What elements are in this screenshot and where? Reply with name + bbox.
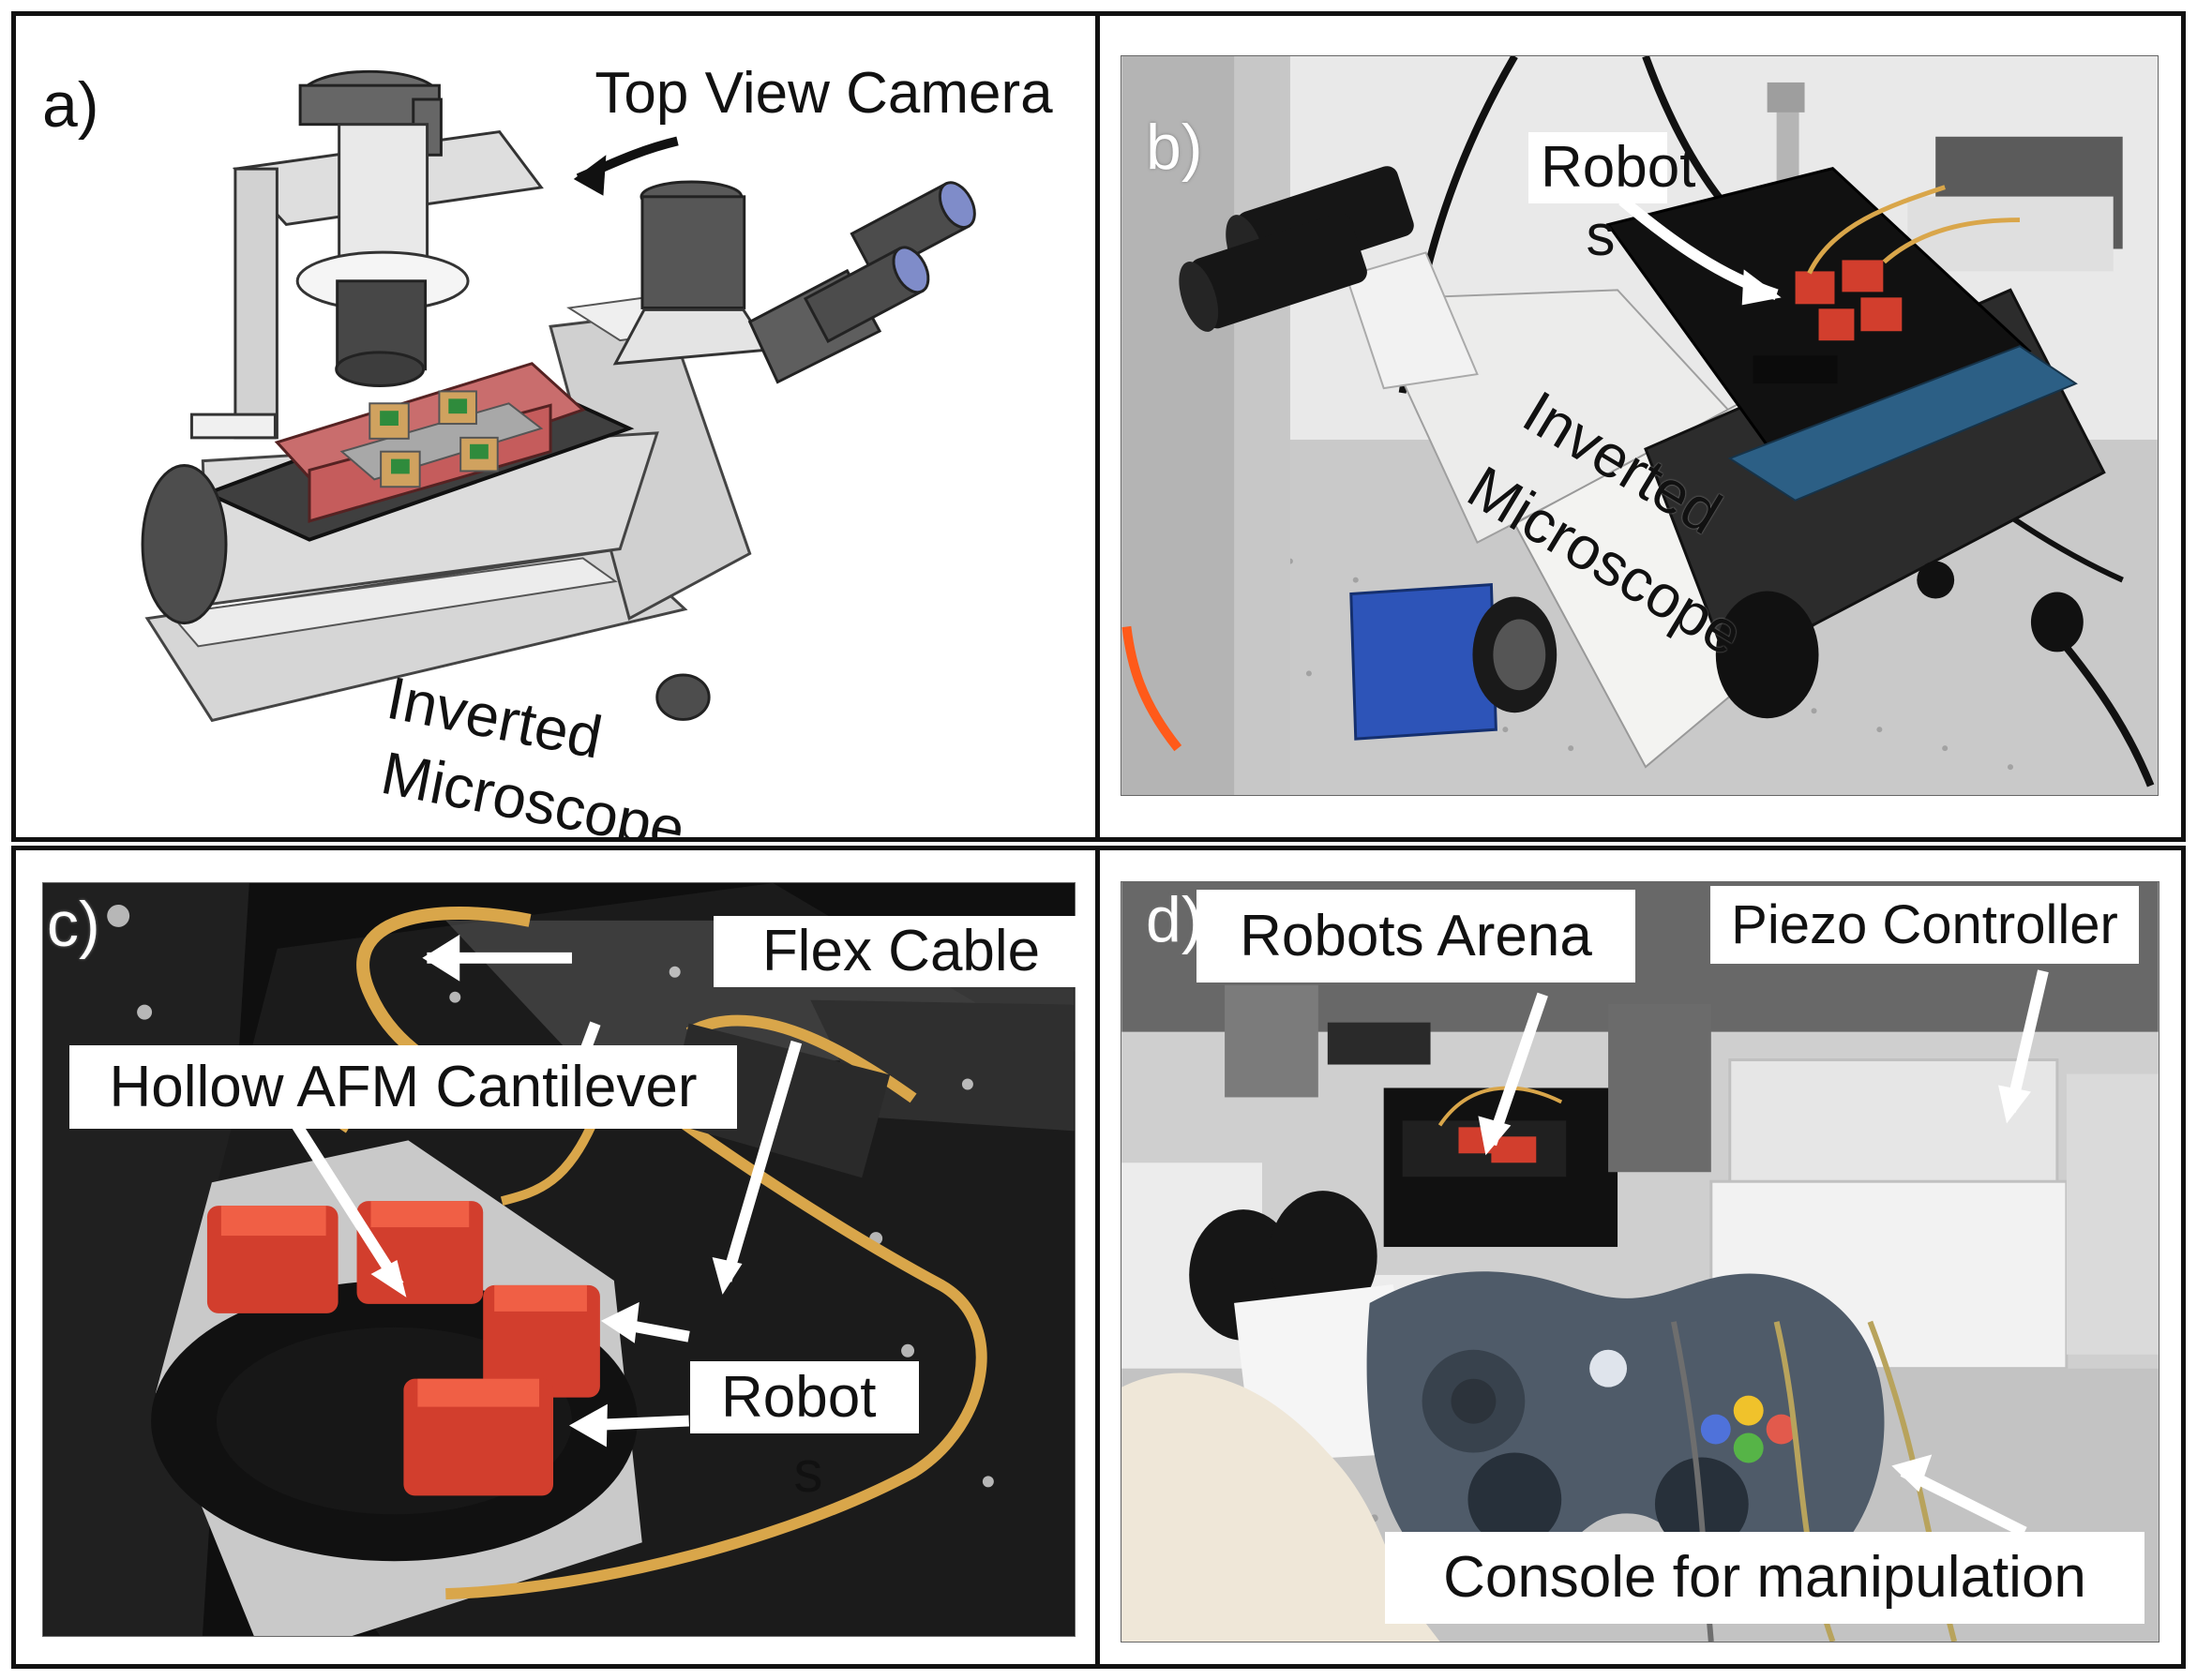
camera-column (338, 123, 429, 284)
microscope-right-top (566, 292, 725, 342)
top-view-camera-label: Top View Camera (594, 61, 1053, 126)
camera-arrow-line (576, 136, 679, 183)
panel-d-photo (1121, 881, 2159, 1642)
panel-c-flex-cable-label: Flex Cable (714, 916, 1089, 987)
stage-plate (203, 375, 635, 542)
microscope-middle-body (201, 431, 659, 607)
cad-robot-3 (380, 450, 421, 488)
robot-1 (206, 1206, 339, 1313)
microscope-base-top (168, 557, 618, 648)
microscope-right-body (549, 310, 752, 621)
camera-ring (295, 250, 470, 311)
robot-arena-front (308, 403, 552, 523)
panel-c-cantilever-label: Hollow AFM Cantilever (69, 1045, 737, 1129)
robot-arena-top (274, 362, 586, 500)
robot-4 (403, 1378, 554, 1496)
panel-a: a) (11, 11, 1102, 842)
cad-robot-4 (459, 436, 499, 472)
panel-d-piezo-label: Piezo Controller (1710, 886, 2139, 964)
panel-c-robots-label: Robot (690, 1361, 919, 1433)
panel-c-scene (43, 883, 1075, 1636)
eyepiece-column (640, 195, 746, 309)
panel-c-letter: c) (47, 889, 100, 960)
panel-d: d) Robots Arena Piezo Controller Console… (1095, 846, 2186, 1669)
panel-b-robots-label-line1: Robot (1541, 135, 1696, 200)
robot-2 (356, 1201, 484, 1304)
panel-c: c) Flex Cable Hollow AFM Cantilever Robo… (11, 846, 1102, 1669)
cad-robot-1 (369, 402, 410, 440)
robot-3 (483, 1284, 600, 1398)
panel-b: b) Robot s Inverted Microscope (1095, 11, 2186, 842)
panel-d-console-label: Console for manipulation (1385, 1532, 2144, 1624)
binocular-base (747, 268, 882, 384)
panel-b-letter: b) (1146, 112, 1203, 183)
panel-d-arena-label: Robots Arena (1196, 890, 1635, 982)
panel-d-letter: d) (1146, 884, 1203, 955)
top-camera-arm (232, 129, 544, 227)
panel-c-robots-label-line1: Robot (721, 1364, 877, 1430)
panel-b-robots-label: Robot (1528, 132, 1695, 203)
arena-center-glass (339, 402, 544, 481)
camera-arrow-head (573, 155, 607, 196)
panel-a-letter: a) (42, 69, 99, 141)
support-post (233, 167, 278, 440)
eyepiece-top (640, 180, 744, 214)
eyepiece-mount (612, 308, 772, 366)
camera-side-box (412, 98, 443, 157)
left-focus-knob (141, 464, 228, 625)
panel-c-photo (42, 882, 1076, 1637)
panel-d-scene (1121, 882, 2159, 1642)
binocular-left (803, 246, 930, 343)
panel-c-robots-label-suffix: s (793, 1440, 823, 1505)
camera-top-box (298, 83, 441, 127)
cad-robot-2 (438, 390, 477, 426)
support-post-foot (189, 412, 277, 440)
right-control-knob (655, 673, 711, 721)
binocular-right (850, 181, 976, 278)
panel-b-robots-label-suffix: s (1586, 203, 1616, 268)
camera-lens (335, 351, 426, 387)
camera-lower-barrel (336, 279, 428, 371)
camera-top-cap (299, 69, 440, 122)
